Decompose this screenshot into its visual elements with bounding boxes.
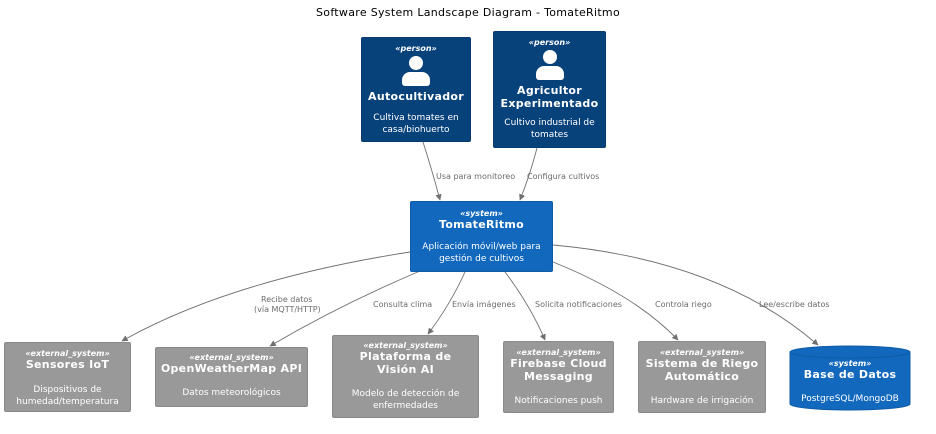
external-openweathermap[interactable]: «external_system» OpenWeatherMap API Dat… [155,347,308,407]
edge-label-controla-riego: Controla riego [655,300,712,309]
edge-label-usa-monitoreo: Usa para monitoreo [436,172,515,181]
node-description: PostgreSQL/MongoDB [801,394,899,404]
external-firebase[interactable]: «external_system» Firebase Cloud Messagi… [503,341,614,413]
edge-line-usa-monitoreo [422,141,442,201]
edge-label-configura: Configura cultivos [527,172,599,181]
node-description: Cultiva tomates en casa/biohuerto [373,113,459,135]
stereotype-label: «person» [528,38,571,47]
node-name: Base de Datos [803,368,897,381]
edge-label-recibe-datos-via: (vía MQTT/HTTP) [254,305,321,314]
edge-line-controla-riego [552,261,679,341]
node-name: Plataforma de Visión AI [359,350,452,376]
edge-label-lee-escribe: Lee/escribe datos [759,300,830,309]
stereotype-label: «system» [828,359,872,368]
person-icon [535,50,564,82]
node-description: Hardware de irrigación [650,396,754,406]
person-agricultor[interactable]: «person» Agricultor Experimentado Cultiv… [493,31,606,148]
external-vision-ai[interactable]: «external_system» Plataforma de Visión A… [332,335,479,418]
node-description: Cultivo industrial de tomates [504,118,595,140]
diagram-title: Software System Landscape Diagram - Toma… [316,6,620,19]
person-icon [402,56,430,88]
system-base-de-datos[interactable]: «system» Base de Datos PostgreSQL/MongoD… [790,356,910,410]
edge-line-recibe-datos [121,251,411,342]
node-description: Aplicación móvil/web para gestión de cul… [422,242,541,264]
node-description: Modelo de detección de enfermedades [351,389,460,411]
node-name: Sensores IoT [25,358,110,371]
edge-line-solicita-notif [504,271,546,341]
node-name: Agricultor Experimentado [500,84,599,110]
stereotype-label: «external_system» [25,349,110,358]
node-name: Sistema de Riego Automático [645,357,759,383]
edge-line-lee-escribe [552,244,819,346]
person-autocultivador[interactable]: «person» Autocultivador Cultiva tomates … [361,37,471,142]
stereotype-label: «external_system» [516,348,601,357]
edge-line-envia-imagenes [427,271,466,335]
database-cylinder[interactable] [789,345,911,411]
edge-line-consulta-clima [269,270,421,347]
stereotype-label: «external_system» [189,353,274,362]
node-description: Notificaciones push [514,396,603,406]
system-tomateritmo[interactable]: «system» TomateRitmo Aplicación móvil/we… [410,201,553,272]
node-description: Datos meteorológicos [182,388,281,398]
edge-label-solicita-notif: Solicita notificaciones [535,300,622,309]
external-sistema-riego[interactable]: «external_system» Sistema de Riego Autom… [638,341,766,413]
edge-line-configura [519,147,538,201]
node-name: Firebase Cloud Messaging [510,357,607,383]
edge-label-consulta-clima: Consulta clima [373,300,432,309]
external-sensores-iot[interactable]: «external_system» Sensores IoT Dispositi… [4,342,131,412]
node-description: Dispositivos de humedad/temperatura [16,385,119,407]
node-name: TomateRitmo [438,218,525,231]
edge-label-recibe-datos: Recibe datos [261,295,312,304]
stereotype-label: «person» [395,44,437,53]
node-name: Autocultivador [368,90,464,103]
edge-label-envia-imagenes: Envía imágenes [452,300,516,309]
stereotype-label: «system» [460,209,503,218]
node-name: OpenWeatherMap API [160,362,303,375]
stereotype-label: «external_system» [659,348,745,357]
stereotype-label: «external_system» [363,341,448,350]
